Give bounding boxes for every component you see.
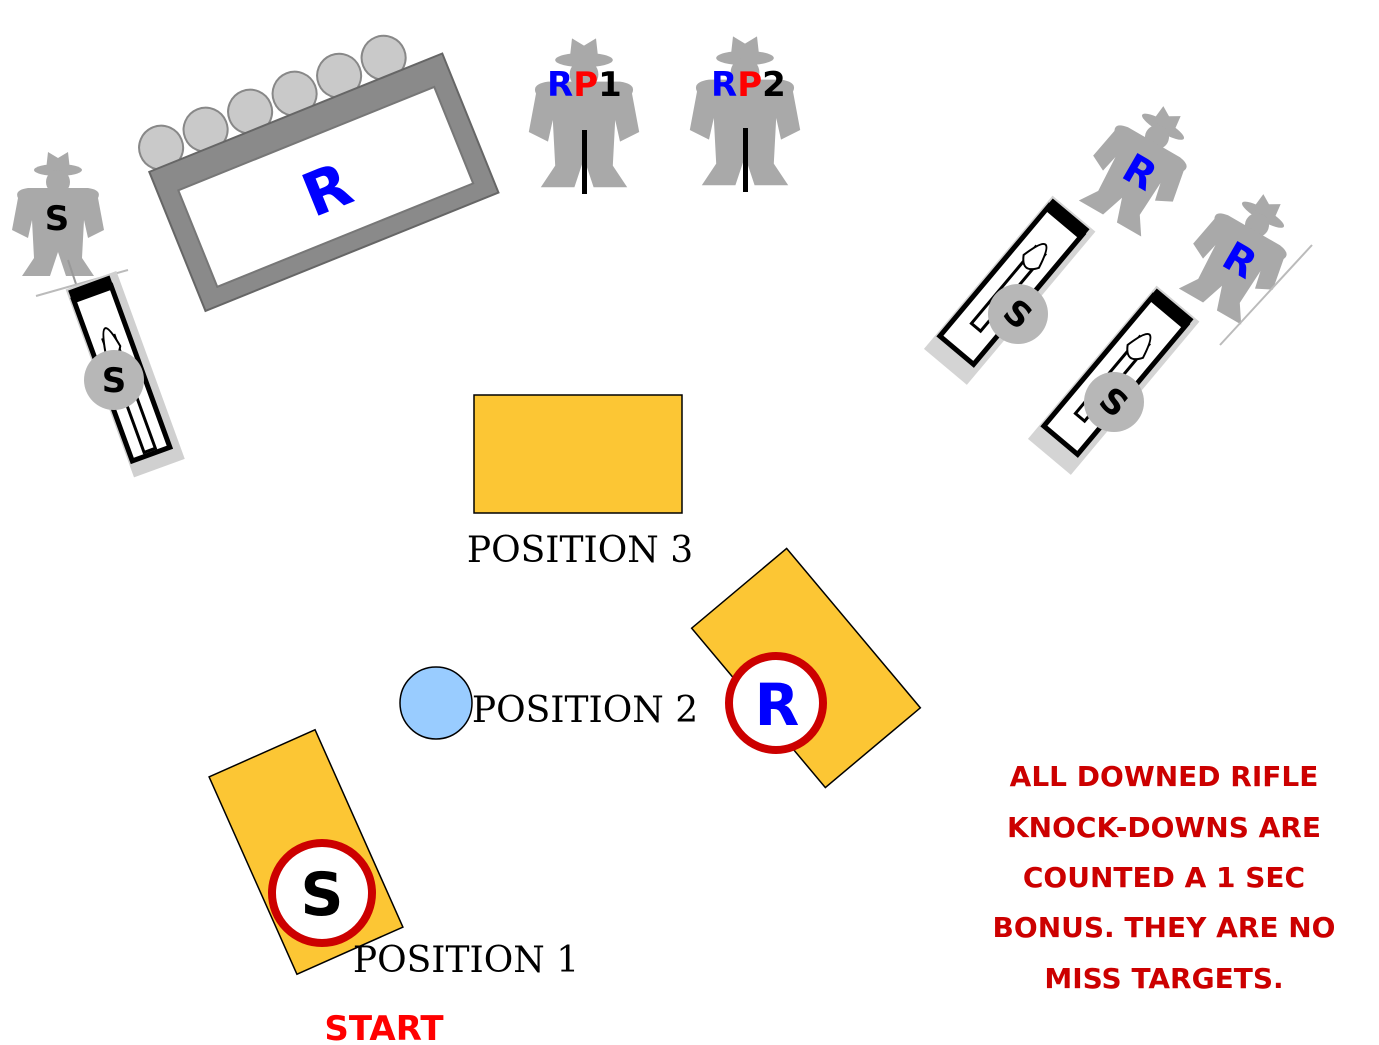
note-line-3: COUNTED A 1 SEC: [1023, 861, 1305, 894]
position-1: S POSITION 1: [208, 728, 579, 981]
rifle-rack-target: R: [138, 34, 500, 313]
rp1-target: RP1: [528, 38, 640, 194]
bonus-note: ALL DOWNED RIFLE KNOCK-DOWNS ARE COUNTED…: [993, 760, 1336, 995]
start-label: START: [324, 1009, 444, 1045]
position-1-marker-label: S: [300, 860, 343, 930]
position-2-marker: [725, 652, 827, 754]
position-1-marker: [268, 839, 376, 947]
position-3-table: [473, 394, 683, 514]
rp2-n: 2: [762, 65, 786, 105]
position-2-barrel: [399, 666, 473, 740]
position-2-label: POSITION 2: [472, 690, 698, 731]
position-2-marker-label: R: [755, 671, 800, 739]
rp1-label: RP1: [547, 65, 622, 105]
position-1-label: POSITION 1: [353, 940, 579, 981]
note-line-2: KNOCK-DOWNS ARE: [1007, 811, 1321, 844]
position-3-label: POSITION 3: [467, 530, 693, 571]
left-shotgun-target: S S: [12, 152, 185, 478]
left-plate-label: S: [102, 361, 127, 401]
rp1-n: 1: [598, 65, 622, 105]
left-cowboy-label: S: [45, 199, 70, 239]
rp2-target: RP2: [689, 36, 801, 192]
rp2-p: P: [737, 65, 762, 105]
right-target-2: R S: [1027, 176, 1313, 475]
note-line-5: MISS TARGETS.: [1044, 962, 1283, 995]
rp1-p: P: [573, 65, 598, 105]
rp2-r: R: [711, 65, 737, 105]
position-2: POSITION 2 R: [399, 547, 922, 789]
rp1-r: R: [547, 65, 573, 105]
note-line-4: BONUS. THEY ARE NO: [993, 911, 1336, 944]
position-3: POSITION 3: [467, 394, 693, 571]
rp2-label: RP2: [711, 65, 786, 105]
note-line-1: ALL DOWNED RIFLE: [1010, 760, 1319, 793]
